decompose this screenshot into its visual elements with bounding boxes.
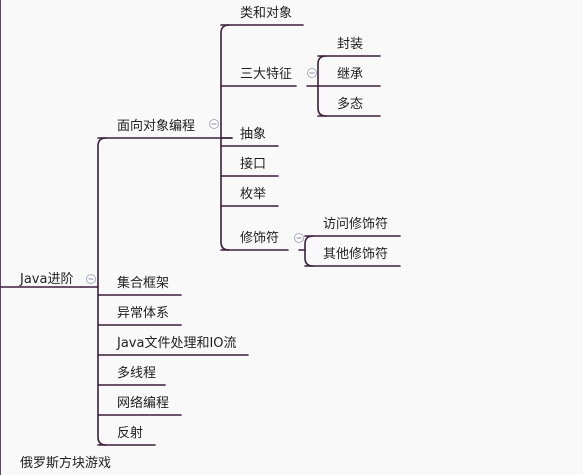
node-abstraction-label: 抽象 <box>240 127 266 142</box>
node-threads[interactable]: 多线程 <box>117 365 156 381</box>
node-inheritance-label: 继承 <box>337 67 363 82</box>
node-tetris[interactable]: 俄罗斯方块游戏 <box>20 455 111 471</box>
node-three-features-label: 三大特征 <box>240 67 292 82</box>
node-collections[interactable]: 集合框架 <box>117 275 169 291</box>
node-tetris-label: 俄罗斯方块游戏 <box>20 455 111 471</box>
modifiers-collapse-toggle[interactable] <box>294 233 304 243</box>
node-modifiers[interactable]: 修饰符 <box>240 230 279 246</box>
features-branch-links <box>306 55 381 117</box>
root-branch-links <box>0 137 249 446</box>
node-file-io[interactable]: Java文件处理和IO流 <box>116 336 237 351</box>
node-modifiers-label: 修饰符 <box>240 230 279 246</box>
node-threads-label: 多线程 <box>117 365 156 381</box>
node-enum-label: 枚举 <box>240 187 266 202</box>
node-interface[interactable]: 接口 <box>240 156 266 172</box>
node-exceptions-label: 异常体系 <box>117 306 169 321</box>
node-exceptions[interactable]: 异常体系 <box>117 306 169 321</box>
node-interface-label: 接口 <box>240 156 266 172</box>
node-encapsulation[interactable]: 封装 <box>337 37 363 52</box>
node-class-object-label: 类和对象 <box>240 6 292 21</box>
node-reflection[interactable]: 反射 <box>117 425 143 441</box>
oop-collapse-toggle[interactable] <box>209 119 219 129</box>
node-file-io-label: Java文件处理和IO流 <box>116 336 237 351</box>
node-oop[interactable]: 面向对象编程 <box>117 118 195 134</box>
node-access-modifiers[interactable]: 访问修饰符 <box>323 216 388 232</box>
node-other-modifiers[interactable]: 其他修饰符 <box>323 246 388 262</box>
node-network[interactable]: 网络编程 <box>117 395 169 411</box>
node-abstraction[interactable]: 抽象 <box>240 127 266 142</box>
node-encapsulation-label: 封装 <box>337 37 363 52</box>
node-inheritance[interactable]: 继承 <box>337 67 363 82</box>
root-node[interactable]: Java进阶 <box>19 272 73 287</box>
root-collapse-toggle[interactable] <box>86 274 96 284</box>
root-node-label: Java进阶 <box>19 272 73 287</box>
node-enum[interactable]: 枚举 <box>240 187 266 202</box>
node-collections-label: 集合框架 <box>117 275 169 291</box>
node-other-modifiers-label: 其他修饰符 <box>323 246 388 262</box>
node-reflection-label: 反射 <box>117 425 143 441</box>
node-polymorphism-label: 多态 <box>337 96 363 112</box>
node-polymorphism[interactable]: 多态 <box>337 96 363 112</box>
node-three-features[interactable]: 三大特征 <box>240 67 292 82</box>
node-class-object[interactable]: 类和对象 <box>240 6 292 21</box>
node-access-modifiers-label: 访问修饰符 <box>323 216 388 232</box>
modifiers-branch-links <box>298 235 401 267</box>
node-network-label: 网络编程 <box>117 395 169 411</box>
oop-branch-links <box>220 24 304 251</box>
features-collapse-toggle[interactable] <box>307 68 317 78</box>
node-oop-label: 面向对象编程 <box>117 118 195 134</box>
